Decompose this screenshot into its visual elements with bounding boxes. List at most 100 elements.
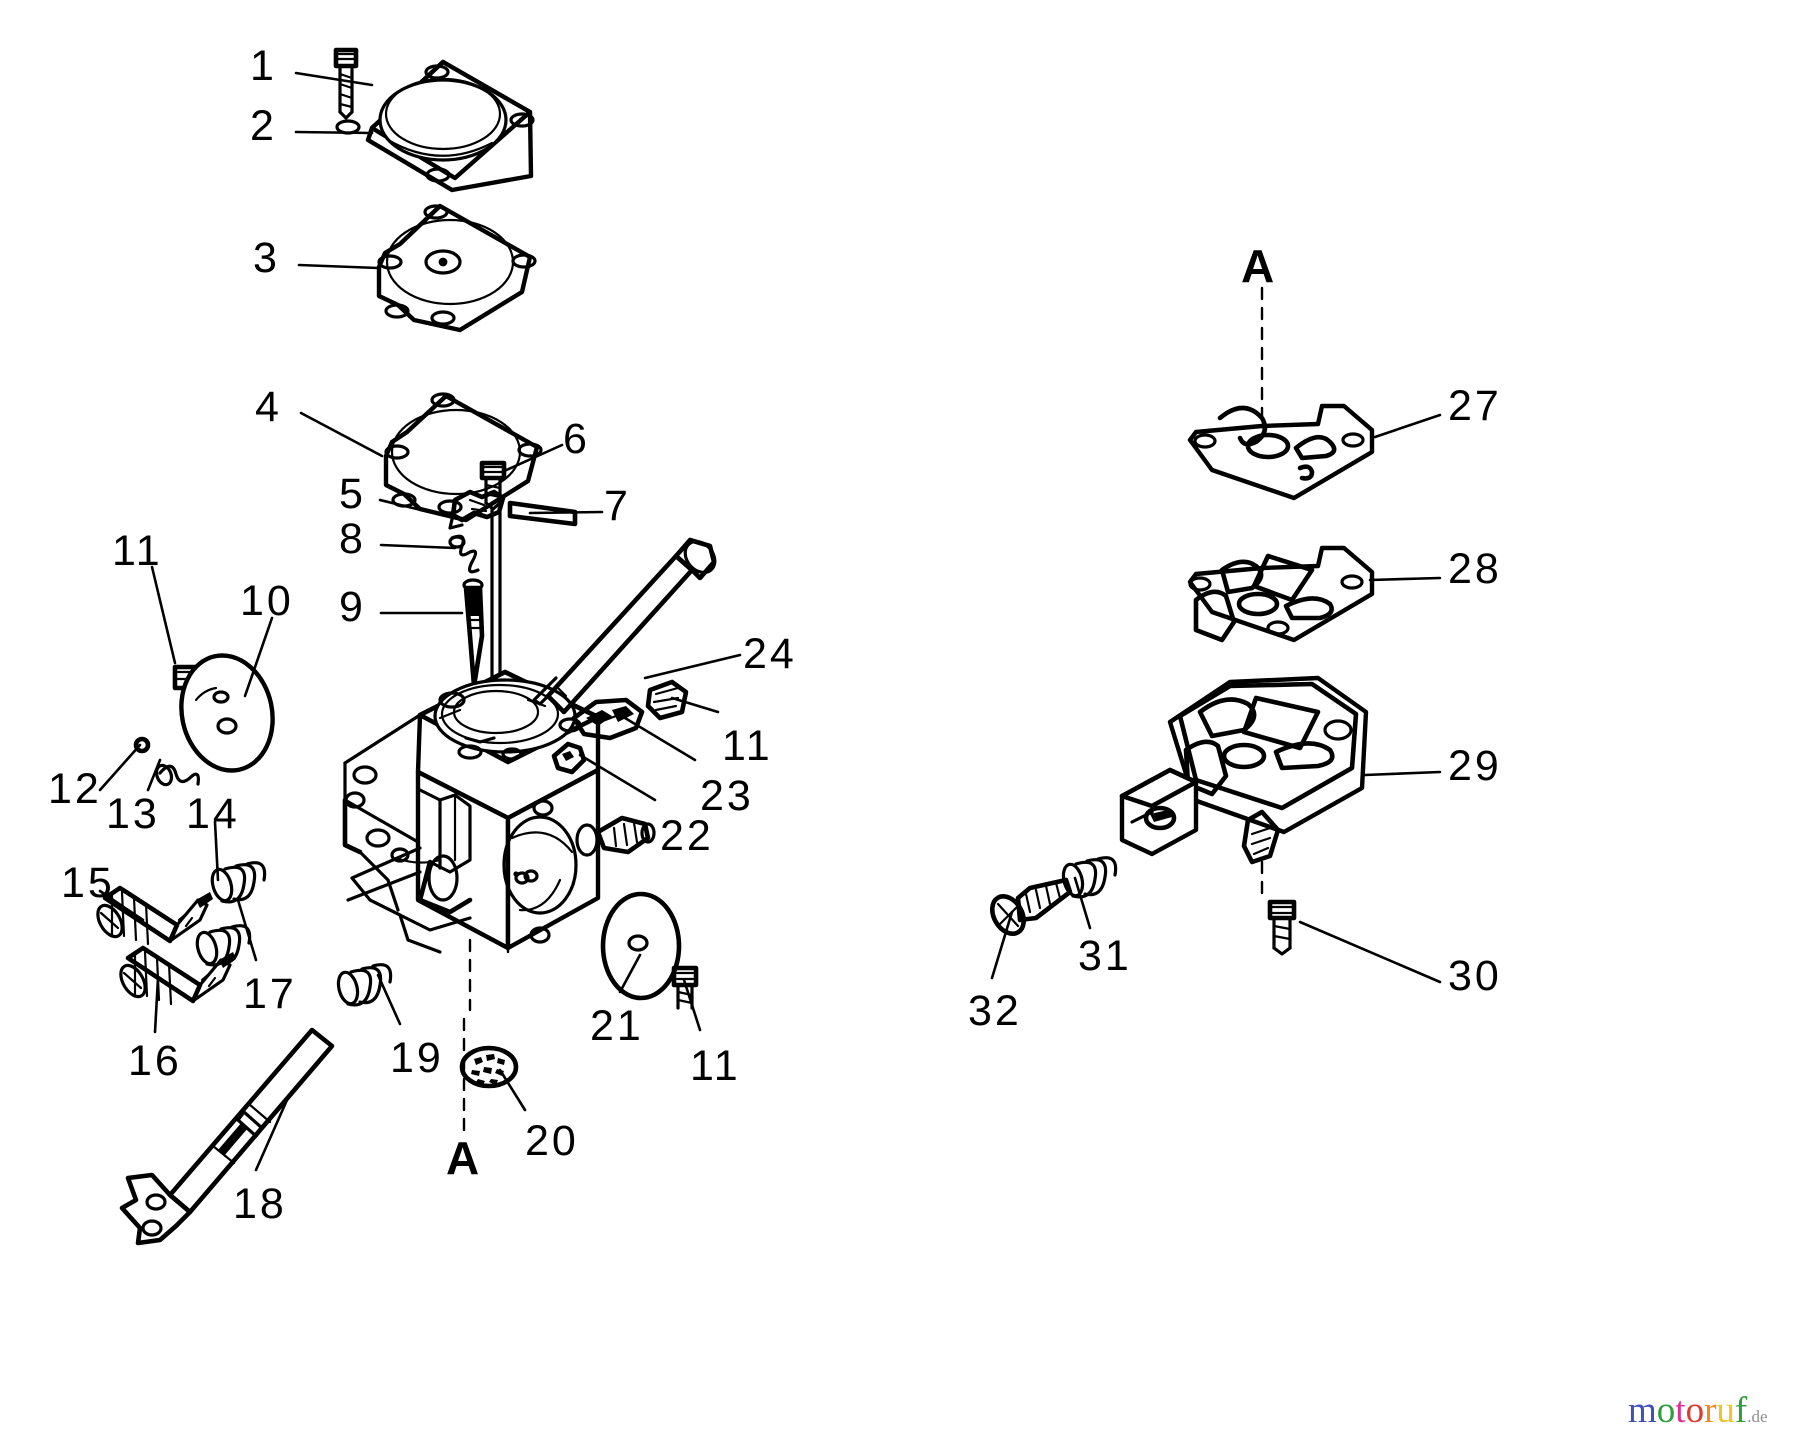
leader-line-5 xyxy=(378,498,464,522)
part-callout-c14: 14 xyxy=(186,790,240,838)
part-callout-c23: 23 xyxy=(700,772,754,820)
part-callout-c2: 2 xyxy=(250,102,277,150)
part-31-spring xyxy=(1061,856,1118,899)
part-callout-c11c: 11 xyxy=(722,722,773,770)
leader-line-17 xyxy=(236,898,258,962)
part-8-spring xyxy=(448,534,480,574)
callout-leader-lines xyxy=(98,71,1442,1172)
fitting-right xyxy=(595,815,656,855)
part-callout-c3: 3 xyxy=(253,234,280,282)
part-callout-c1: 1 xyxy=(250,42,277,90)
leader-line-7 xyxy=(528,510,604,515)
part-23-inlet-screen xyxy=(571,697,645,741)
leader-line-24 xyxy=(643,653,742,680)
part-14-spring xyxy=(210,861,267,904)
part-13-spring xyxy=(154,763,200,787)
part-callout-c12: 12 xyxy=(48,765,102,813)
part-20-filter-screen xyxy=(459,1045,519,1089)
part-28-gasket xyxy=(1187,545,1375,643)
leader-line-28 xyxy=(1368,576,1442,582)
part-12-ball xyxy=(133,736,151,754)
part-27-diaphragm xyxy=(1187,403,1375,501)
leader-line-3 xyxy=(297,263,380,270)
part-24-bolt xyxy=(532,537,717,715)
part-callout-c22: 22 xyxy=(660,812,714,860)
part-29-pump-body xyxy=(1119,675,1369,865)
leader-line-21 xyxy=(618,953,642,994)
leader-line-32 xyxy=(990,910,1014,980)
leader-line-16 xyxy=(153,976,160,1034)
leader-line-19 xyxy=(376,973,402,1026)
part-7-pin xyxy=(507,500,578,527)
part-callout-c27: 27 xyxy=(1448,382,1502,430)
watermark-letter-0: m xyxy=(1628,1390,1657,1431)
part-11b-screw xyxy=(671,965,699,1010)
part-callout-c10: 10 xyxy=(240,577,294,625)
part-callout-c16: 16 xyxy=(128,1037,182,1085)
leader-line-29 xyxy=(1363,770,1442,777)
section-letter-a-top: A xyxy=(1241,240,1275,292)
leader-line-10 xyxy=(243,616,274,698)
leader-line-14 xyxy=(213,820,220,882)
part-callout-c4: 4 xyxy=(255,383,282,431)
leader-line-1 xyxy=(294,71,374,87)
leader-line-20 xyxy=(498,1068,527,1112)
watermark-letter-5: u xyxy=(1716,1390,1735,1431)
part-callout-c28: 28 xyxy=(1448,545,1502,593)
part-callout-c29: 29 xyxy=(1448,742,1502,790)
carburetor-body xyxy=(342,669,656,1012)
part-callout-c24: 24 xyxy=(743,630,797,678)
part-callout-c13: 13 xyxy=(106,790,160,838)
part-callout-c11b: 11 xyxy=(690,1042,741,1090)
part-callout-c31: 31 xyxy=(1078,932,1132,980)
part-callout-c21: 21 xyxy=(590,1002,644,1050)
part-2-cover-plate xyxy=(335,59,535,193)
part-callout-c20: 20 xyxy=(525,1117,579,1165)
part-15-adjusting-screw xyxy=(96,885,213,946)
part-callout-c17: 17 xyxy=(243,970,297,1018)
leader-line-23 xyxy=(623,716,697,762)
leader-line-4 xyxy=(299,411,384,458)
leader-line-27 xyxy=(1373,413,1442,439)
part-19-spring xyxy=(336,963,393,1007)
watermark-letter-2: t xyxy=(1675,1390,1686,1431)
part-callout-c32: 32 xyxy=(968,987,1022,1035)
part-callout-c9: 9 xyxy=(339,583,366,631)
part-callout-c19: 19 xyxy=(390,1034,444,1082)
part-4-gasket xyxy=(383,392,543,523)
watermark-tld: .de xyxy=(1747,1407,1768,1426)
part-32-screw xyxy=(989,877,1073,936)
leader-line-30 xyxy=(1298,920,1442,984)
leader-line-2 xyxy=(294,130,374,135)
section-letter-a-bottom: A xyxy=(446,1132,480,1184)
part-callout-c8: 8 xyxy=(339,515,366,563)
leader-line-13 xyxy=(146,758,162,792)
leader-line-11 xyxy=(670,696,720,714)
leader-line-31 xyxy=(1073,876,1092,930)
part-22-check-valve xyxy=(551,741,587,775)
part-callout-c5: 5 xyxy=(339,470,366,518)
part-3-diaphragm xyxy=(376,203,537,333)
part-30-screw xyxy=(1260,860,1297,956)
part-18-throttle-shaft xyxy=(119,1027,335,1246)
part-callout-c7: 7 xyxy=(604,482,631,530)
watermark-letter-1: o xyxy=(1656,1390,1676,1431)
leader-line-11 xyxy=(150,565,177,665)
leader-line-6 xyxy=(500,443,564,474)
watermark-letter-6: f xyxy=(1734,1390,1748,1431)
part-callout-c6: 6 xyxy=(563,415,590,463)
leader-line-15 xyxy=(98,889,145,922)
part-callout-c18: 18 xyxy=(233,1180,287,1228)
part-callout-c11a: 11 xyxy=(112,527,163,575)
part-1-screw xyxy=(333,47,359,120)
watermark-letter-3: o xyxy=(1685,1390,1705,1431)
part-21-plate xyxy=(600,891,682,1001)
watermark-letter-4: r xyxy=(1704,1390,1717,1431)
leader-line-12 xyxy=(98,743,142,792)
leader-line-8 xyxy=(379,543,457,550)
part-callout-c15: 15 xyxy=(61,859,115,907)
leader-line-11 xyxy=(682,978,702,1032)
motoruf-watermark: motoruf.de xyxy=(1628,1392,1768,1429)
